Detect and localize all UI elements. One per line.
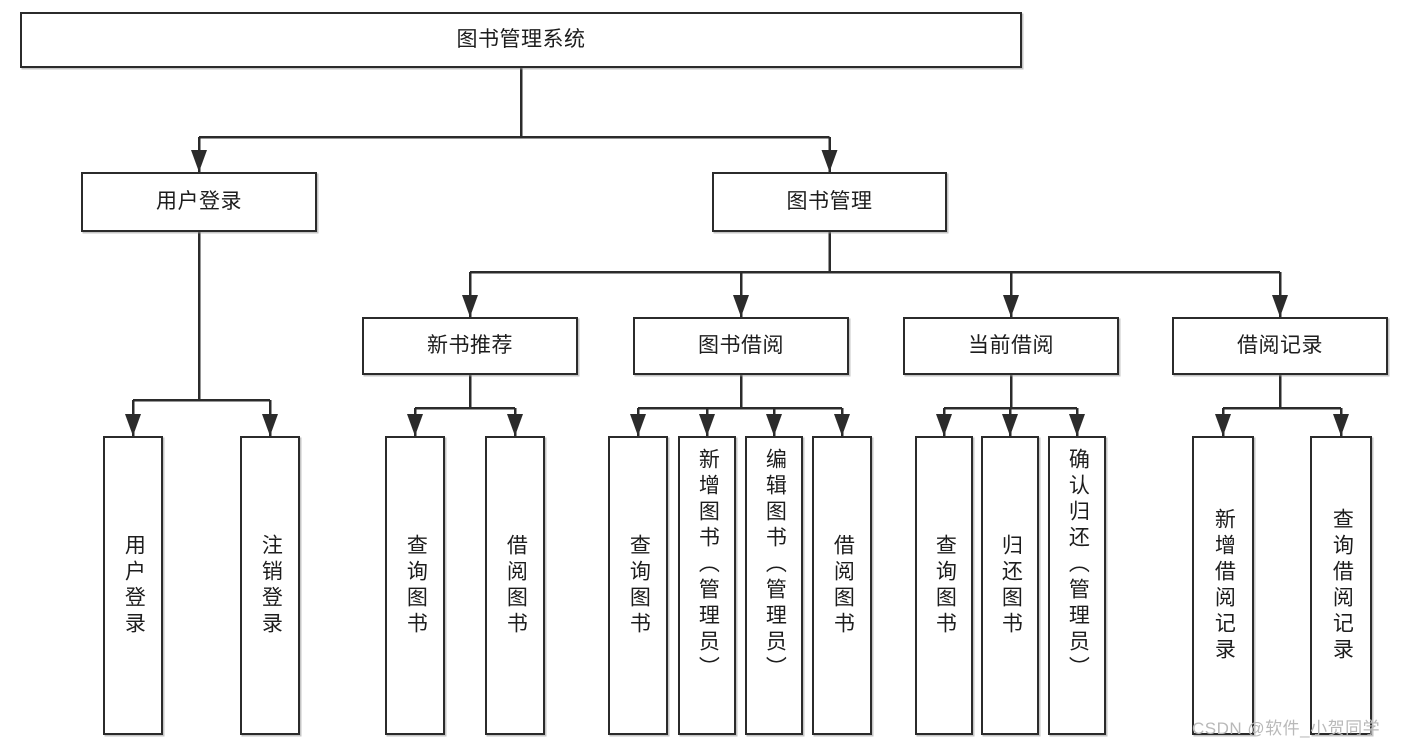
node-borrow[interactable]: 图书借阅 (633, 317, 849, 375)
node-l-confirm[interactable]: 确认归还（管理员） (1048, 436, 1106, 735)
node-label: 注销登录 (259, 533, 283, 638)
node-records[interactable]: 借阅记录 (1172, 317, 1388, 375)
node-l-query1[interactable]: 查询图书 (385, 436, 445, 735)
node-label: 借阅图书 (831, 533, 855, 638)
node-label: 图书管理 (786, 189, 873, 213)
node-label: 借阅记录 (1237, 333, 1323, 357)
node-l-query2[interactable]: 查询图书 (608, 436, 668, 735)
node-bookmgmt[interactable]: 图书管理 (712, 172, 947, 232)
node-root[interactable]: 图书管理系统 (20, 12, 1022, 68)
node-login[interactable]: 用户登录 (81, 172, 317, 232)
node-l-queryrec[interactable]: 查询借阅记录 (1310, 436, 1372, 735)
node-label: 新增借阅记录 (1212, 507, 1236, 664)
node-l-borrow2[interactable]: 借阅图书 (812, 436, 872, 735)
node-newbook[interactable]: 新书推荐 (362, 317, 578, 375)
node-label: 借阅图书 (504, 533, 528, 638)
node-label: 查询图书 (404, 533, 428, 638)
node-l-borrow1[interactable]: 借阅图书 (485, 436, 545, 735)
node-label: 新书推荐 (427, 333, 513, 357)
node-label: 确认归还（管理员） (1066, 448, 1090, 682)
node-label: 归还图书 (999, 533, 1023, 638)
node-label: 新增图书（管理员） (696, 448, 720, 682)
node-l-login[interactable]: 用户登录 (103, 436, 163, 735)
node-label: 查询借阅记录 (1330, 507, 1354, 664)
node-l-logout[interactable]: 注销登录 (240, 436, 300, 735)
node-label: 图书借阅 (698, 333, 784, 357)
node-label: 查询图书 (627, 533, 651, 638)
node-l-return[interactable]: 归还图书 (981, 436, 1039, 735)
node-label: 当前借阅 (968, 333, 1054, 357)
node-l-add[interactable]: 新增图书（管理员） (678, 436, 736, 735)
node-label: 编辑图书（管理员） (763, 448, 787, 682)
node-l-query3[interactable]: 查询图书 (915, 436, 973, 735)
node-l-edit[interactable]: 编辑图书（管理员） (745, 436, 803, 735)
node-label: 图书管理系统 (456, 27, 586, 51)
node-label: 查询图书 (933, 533, 957, 638)
csdn-watermark: CSDN @软件_小贺同学 (1192, 719, 1381, 738)
node-label: 用户登录 (156, 189, 242, 213)
node-l-addrec[interactable]: 新增借阅记录 (1192, 436, 1254, 735)
node-label: 用户登录 (122, 533, 146, 638)
node-current[interactable]: 当前借阅 (903, 317, 1119, 375)
